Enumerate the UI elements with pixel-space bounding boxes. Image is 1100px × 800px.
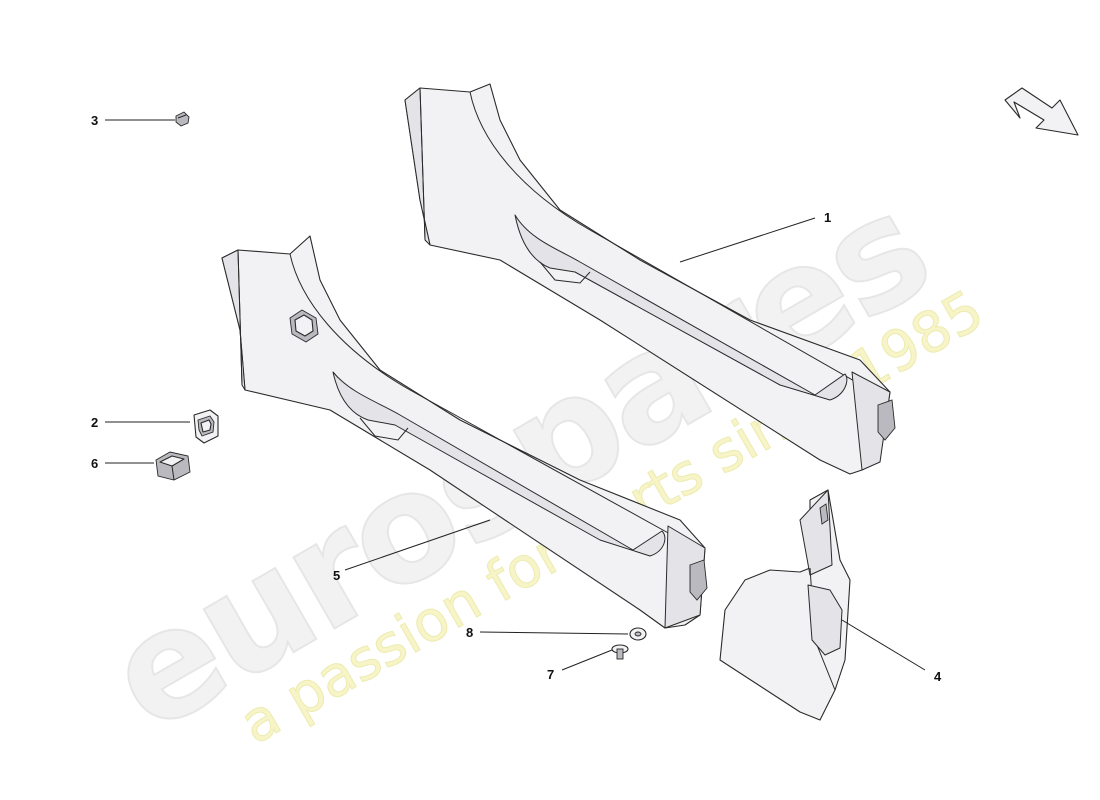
part-1-sill-trim [404, 83, 896, 475]
part-5-sill-trim [221, 235, 708, 629]
leader-8 [479, 631, 629, 635]
callout-1: 1 [824, 210, 831, 225]
leader-lines [105, 119, 926, 671]
leader-1 [679, 217, 816, 263]
leader-5 [344, 519, 491, 571]
callout-8: 8 [466, 625, 473, 640]
leader-4 [841, 619, 926, 671]
callout-5: 5 [333, 568, 340, 583]
part-4-corner-trim [719, 489, 851, 721]
callout-4: 4 [934, 669, 942, 684]
part-8-washer [629, 627, 647, 641]
callout-2: 2 [91, 415, 98, 430]
callout-3: 3 [91, 113, 98, 128]
part-2-clip [193, 409, 219, 444]
direction-arrow-icon [1004, 87, 1079, 136]
part-3-screw [175, 111, 190, 127]
callout-6: 6 [91, 456, 98, 471]
part-7-pin [611, 644, 629, 660]
callout-7: 7 [547, 667, 554, 682]
part-6-connector [155, 451, 191, 481]
callouts: 1 2 3 4 5 6 7 8 [91, 113, 942, 684]
leader-7 [561, 649, 613, 671]
